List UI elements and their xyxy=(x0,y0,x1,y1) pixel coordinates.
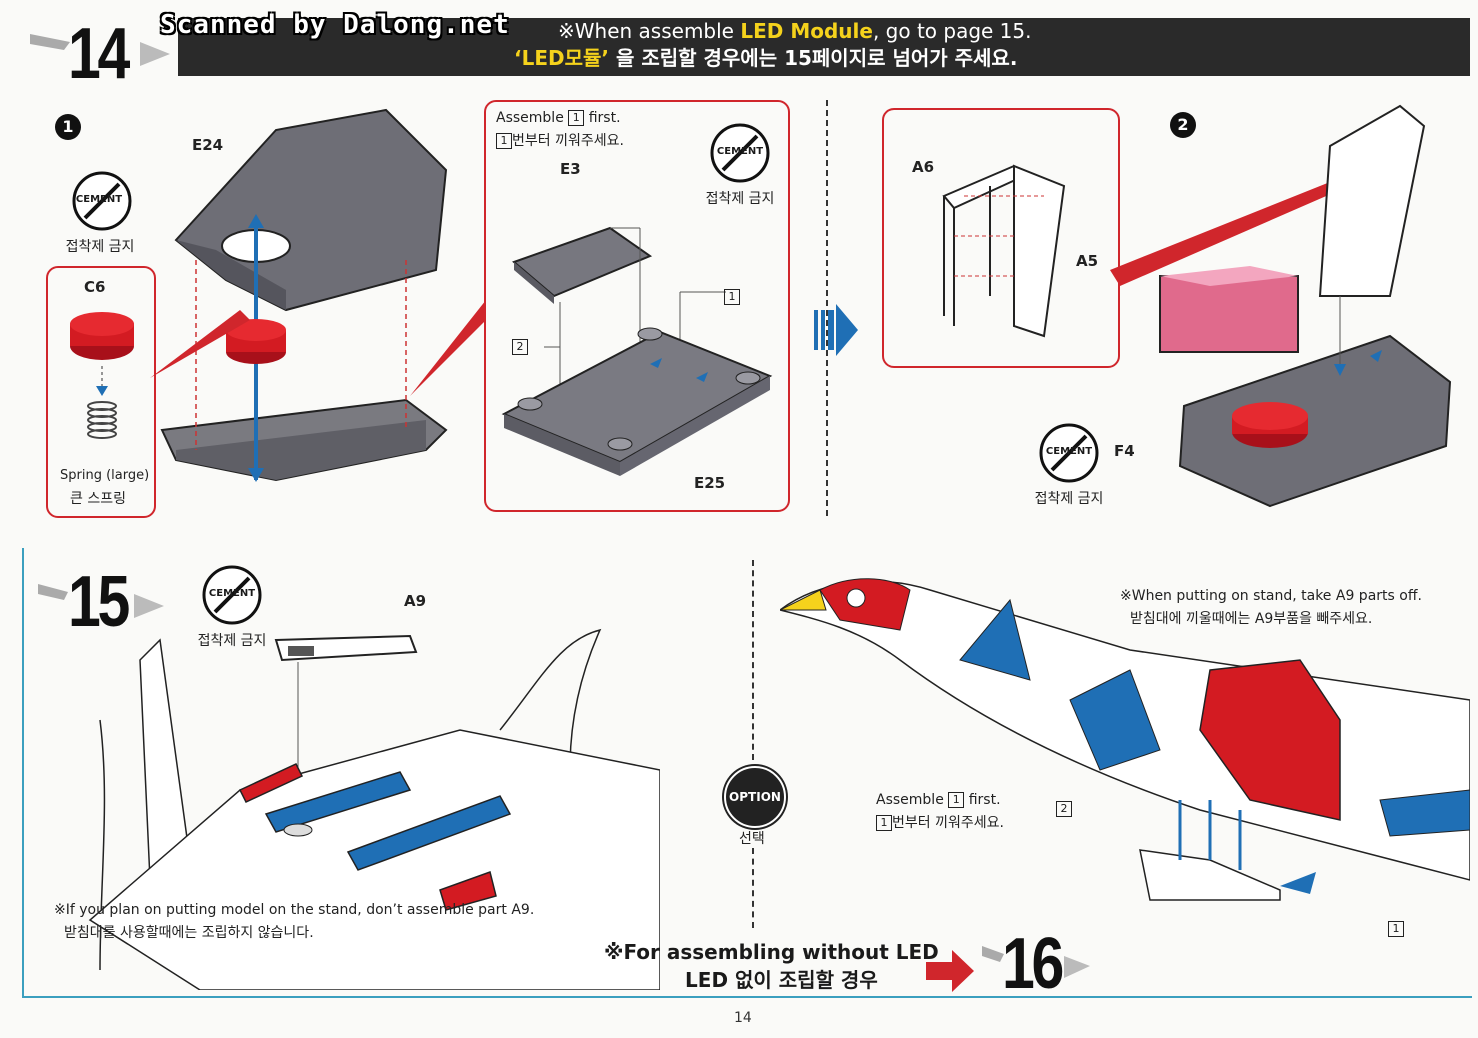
no-cement-icon xyxy=(710,123,770,183)
banner-ko-post: 을 조립할 경우에는 15페이지로 넘어가 주세요. xyxy=(609,46,1018,70)
assemble-first-en-2: Assemble 1 first. xyxy=(876,792,1001,808)
stand-note-en: ※When putting on stand, take A9 parts of… xyxy=(1120,588,1422,604)
part-label-e24: E24 xyxy=(192,136,224,154)
e3-e25-battery-box-illustration xyxy=(501,226,773,476)
assemble-first-ko-text: 번부터 끼워주세요. xyxy=(892,815,1004,831)
ship-on-stand-illustration xyxy=(780,578,1470,901)
part-label-a9: A9 xyxy=(404,592,427,610)
part-label-a5: A5 xyxy=(1076,252,1099,270)
go-to-arrow-icon xyxy=(926,950,974,992)
step-16-number-block: 16 xyxy=(982,924,1092,1004)
cement-text: CEMENT xyxy=(716,146,764,157)
step-16-label: 16 xyxy=(1002,924,1064,1004)
no-glue-label: 접착제 금지 xyxy=(1034,491,1104,507)
box-number-2-marker: 2 xyxy=(512,336,528,355)
without-led-en: ※For assembling without LED xyxy=(604,940,939,964)
step-speed-lines-icon xyxy=(982,946,1090,978)
box-number-1-marker-b: 1 xyxy=(1388,918,1404,937)
scan-credit-watermark: Scanned by Dalong.net xyxy=(160,10,510,40)
a5-a6-frame-illustration xyxy=(942,164,1066,338)
assemble-first-pre: Assemble xyxy=(876,792,949,808)
no-glue-label: 접착제 금지 xyxy=(65,239,135,255)
callout-pointer-a5 xyxy=(1110,178,1340,286)
without-led-note: ※For assembling without LED LED 없이 조립할 경… xyxy=(604,938,939,994)
no-cement-icon xyxy=(202,565,262,625)
c6-spring-callout: C6 Spring (large) 큰 스프링 xyxy=(46,266,156,518)
c6-button-and-spring-illustration xyxy=(70,312,134,439)
no-cement-icon xyxy=(72,171,132,231)
banner-line-en: ※When assemble LED Module, go to page 15… xyxy=(178,18,1470,45)
box-number-2: 2 xyxy=(1056,800,1072,817)
a9-hull-assembly-illustration xyxy=(88,628,660,990)
step-15-divider-upper xyxy=(752,560,754,760)
header-banner: ※When assemble LED Module, go to page 15… xyxy=(178,18,1470,76)
assemble-first-pre: Assemble xyxy=(496,110,569,126)
part-label-c6: C6 xyxy=(84,278,106,296)
cement-text: CEMENT xyxy=(1045,446,1093,457)
part-label-a6: A6 xyxy=(912,158,935,176)
step-14-label: 14 xyxy=(68,14,130,94)
no-cement-notice-3: CEMENT 접착제 금지 xyxy=(1034,422,1104,508)
step-14-divider xyxy=(826,100,828,516)
step-14-number-block: 14 xyxy=(30,14,170,94)
step-15-frame xyxy=(22,548,1472,998)
banner-en-post: , go to page 15. xyxy=(872,19,1032,43)
part-label-e25: E25 xyxy=(694,474,726,492)
option-label-ko: 선택 xyxy=(739,831,765,847)
step-speed-lines-icon xyxy=(38,584,164,618)
assemble-first-post: first. xyxy=(584,110,621,126)
substep-2-badge: 2 xyxy=(1170,112,1196,138)
spring-label-en: Spring (large) xyxy=(60,468,150,483)
callout-pointer-c6 xyxy=(150,310,250,378)
cement-text: CEMENT xyxy=(208,588,256,599)
cement-text: CEMENT xyxy=(75,194,123,205)
no-cement-notice-1: CEMENT 접착제 금지 xyxy=(66,170,136,256)
page-number: 14 xyxy=(734,1010,752,1026)
box-number-1-marker: 1 xyxy=(724,286,740,305)
no-a9-note-en: ※If you plan on putting model on the sta… xyxy=(54,902,535,918)
no-a9-note-ko: 받침대를 사용할때에는 조립하지 않습니다. xyxy=(64,925,314,941)
without-led-ko: LED 없이 조립할 경우 xyxy=(685,968,878,992)
banner-en-highlight: LED Module xyxy=(740,19,873,43)
assemble-first-post: first. xyxy=(964,792,1001,808)
box-number-1-ko: 1 xyxy=(496,133,512,149)
no-cement-notice-2: CEMENT 접착제 금지 xyxy=(700,122,780,208)
stand-base-assembly-illustration xyxy=(1159,104,1452,508)
step-15-label: 15 xyxy=(68,562,130,642)
step-speed-lines-icon xyxy=(30,34,170,66)
next-arrow-icon xyxy=(814,304,858,356)
step-15-divider-lower xyxy=(752,848,754,928)
part-label-f4: F4 xyxy=(1114,442,1135,460)
e24-housing-assembly-illustration xyxy=(160,108,448,482)
stand-note-ko: 받침대에 끼울때에는 A9부품을 빼주세요. xyxy=(1130,611,1373,627)
box-number-1: 1 xyxy=(724,288,740,305)
callout-pointer-e25 xyxy=(410,300,486,396)
box-number-1: 1 xyxy=(568,110,585,126)
box-number-2-marker-b: 2 xyxy=(1056,798,1072,817)
assemble-first-en: Assemble 1 first. xyxy=(496,110,621,126)
no-cement-notice-4: CEMENT 접착제 금지 xyxy=(196,564,268,650)
box-number-2: 2 xyxy=(512,338,528,355)
option-badge: OPTION xyxy=(724,766,786,828)
no-glue-label: 접착제 금지 xyxy=(197,633,267,649)
box-number-1: 1 xyxy=(948,792,965,808)
assemble-first-ko-text: 번부터 끼워주세요. xyxy=(512,133,624,149)
no-cement-icon xyxy=(1039,423,1099,483)
a5-a6-callout: A6 A5 xyxy=(882,108,1120,368)
box-number-1-ko: 1 xyxy=(876,815,892,831)
box-number-1: 1 xyxy=(1388,920,1404,937)
banner-line-ko: ‘LED모듈’ 을 조립할 경우에는 15페이지로 넘어가 주세요. xyxy=(178,45,1470,72)
substep-1-badge: 1 xyxy=(55,114,81,140)
part-label-e3: E3 xyxy=(560,160,581,178)
spring-label-ko: 큰 스프링 xyxy=(70,491,126,507)
banner-en-pre: ※When assemble xyxy=(558,19,741,43)
step-15-number-block: 15 xyxy=(38,560,168,640)
banner-ko-highlight: ‘LED모듈’ xyxy=(514,46,610,70)
no-glue-label: 접착제 금지 xyxy=(705,191,775,207)
